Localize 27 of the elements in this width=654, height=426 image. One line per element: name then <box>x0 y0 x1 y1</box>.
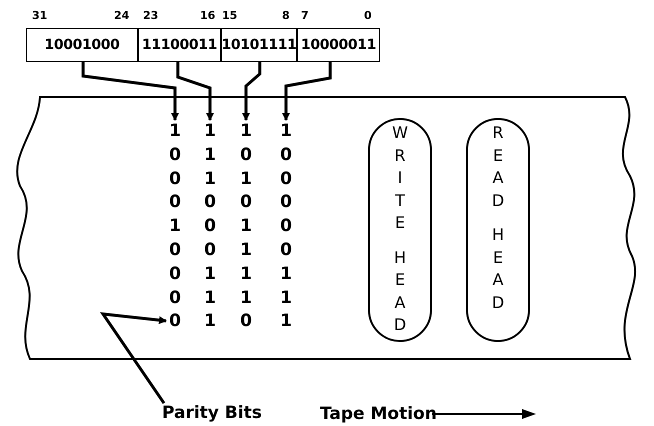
bit-column: 1 0 1 0 1 1 1 1 0 <box>237 120 255 336</box>
arrow <box>82 62 179 121</box>
arrow <box>282 62 332 121</box>
bit-column: 1 0 0 0 1 0 0 0 0 <box>166 120 184 336</box>
motion-label: Tape Motion <box>320 403 437 426</box>
bit-number: 15 <box>222 8 238 24</box>
bit-number: 24 <box>114 8 130 24</box>
bit-number: 31 <box>32 8 48 24</box>
head-label: WRITE HEAD <box>392 122 408 336</box>
head-label: READ HEAD <box>492 122 504 314</box>
note-text: Parity Bits <box>162 401 262 423</box>
bit-number: 0 <box>364 8 372 24</box>
bit-column: 1 1 1 0 0 0 1 1 1 <box>201 120 219 336</box>
byte-box: 10001000 <box>26 28 138 62</box>
arrow <box>242 62 262 121</box>
byte-box: 10101111 <box>221 28 297 62</box>
bit-number: 7 <box>301 8 309 24</box>
bit-column: 1 0 0 0 0 0 1 1 1 <box>277 120 295 336</box>
byte-box: 10000011 <box>297 28 380 62</box>
bit-number: 23 <box>143 8 158 24</box>
head-capsule <box>368 118 432 342</box>
byte-box: 11100011 <box>138 28 221 62</box>
head-capsule <box>466 118 530 342</box>
bit-number: 16 <box>200 8 216 24</box>
arrow <box>176 62 214 121</box>
leader-arrow <box>100 312 167 404</box>
bit-number: 8 <box>282 8 290 24</box>
